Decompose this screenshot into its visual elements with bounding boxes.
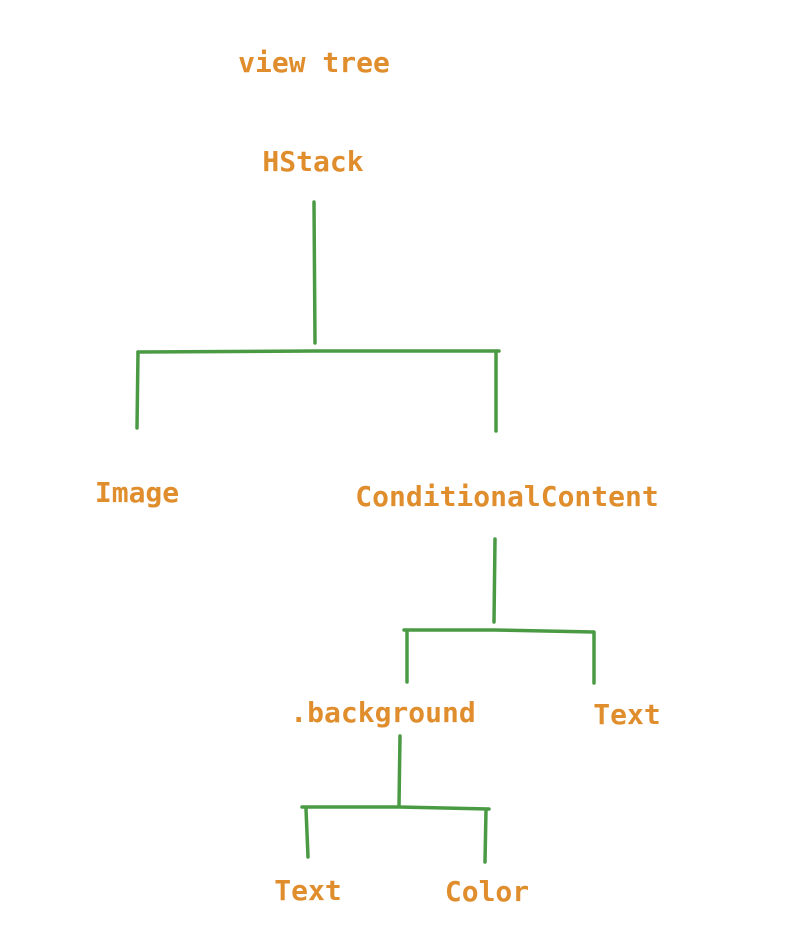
edge-background-bar — [300, 805, 491, 811]
node-image: Image — [94, 476, 180, 509]
node-text-left: Text — [274, 874, 342, 907]
diagram-title: view tree — [238, 46, 390, 79]
edge-background-to-text — [304, 807, 310, 859]
node-color: Color — [444, 875, 530, 908]
node-background-modifier: .background — [290, 696, 476, 729]
node-text-right: Text — [593, 698, 661, 731]
edge-hstack-stem — [312, 200, 317, 345]
edge-hstack-to-image — [135, 350, 140, 430]
edge-hstack-bar — [136, 349, 501, 354]
edge-conditional-bar — [402, 628, 596, 634]
node-hstack: HStack — [262, 145, 364, 178]
edge-conditional-stem — [492, 537, 497, 624]
edge-background-to-color — [483, 808, 488, 864]
node-conditional-content: ConditionalContent — [355, 480, 659, 513]
edge-background-stem — [397, 734, 402, 808]
